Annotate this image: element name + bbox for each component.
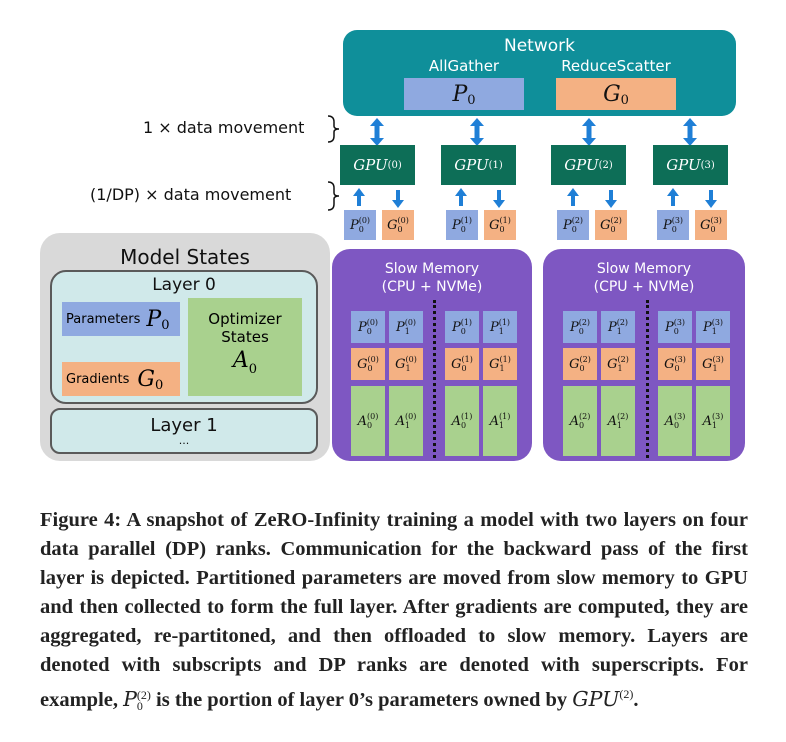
gpu-3: GPU(3) bbox=[653, 145, 728, 185]
caption-text-1: Figure 4: A snapshot of ZeRO-Infinity tr… bbox=[40, 509, 748, 711]
layer1-ellipsis: ... bbox=[178, 434, 190, 447]
slow-cell-p-layer0-rank0: P(0)0 bbox=[351, 311, 385, 343]
brace-top-icon bbox=[327, 115, 340, 143]
caption-gpu-symbol: GPU bbox=[572, 686, 620, 711]
reducescatter-label: ReduceScatter bbox=[561, 57, 671, 75]
brace-bottom-icon bbox=[327, 181, 340, 211]
layer0-title: Layer 0 bbox=[152, 275, 216, 295]
network-param-sub: 0 bbox=[467, 92, 476, 108]
caption-text-3: . bbox=[633, 688, 639, 711]
slow-cell-p-layer1-rank2: P(2)1 bbox=[601, 311, 635, 343]
divider-left bbox=[433, 300, 436, 458]
slow-cell-p-layer0-rank3: P(3)0 bbox=[658, 311, 692, 343]
caption-p-sub: 0 bbox=[136, 699, 143, 714]
double-arrow-icon bbox=[374, 126, 693, 138]
gpu-1-label: GPU bbox=[454, 156, 489, 174]
slow-cell-a-layer0-rank1: A(1)0 bbox=[445, 386, 479, 456]
network-grad-symbol: G bbox=[603, 81, 621, 107]
caption-gpu-sup: (2) bbox=[619, 687, 634, 701]
gradients-label: Gradients bbox=[66, 371, 130, 387]
slow-cell-g-layer0-rank1: G(1)0 bbox=[445, 348, 479, 380]
model-states-title: Model States bbox=[120, 245, 250, 269]
slow-cell-a-layer0-rank2: A(2)0 bbox=[563, 386, 597, 456]
optimizer-label-1: Optimizer bbox=[208, 310, 282, 328]
slow-cell-a-layer0-rank3: A(3)0 bbox=[658, 386, 692, 456]
caption-text-2: is the portion of layer 0’s parameters o… bbox=[150, 688, 573, 711]
data-movement-top-label: 1 × data movement bbox=[143, 118, 305, 137]
gpu-2: GPU(2) bbox=[551, 145, 626, 185]
data-movement-bottom-label: (1/DP) × data movement bbox=[90, 185, 292, 204]
slow-memory-right-title2: (CPU + NVMe) bbox=[593, 279, 695, 295]
layer1-box bbox=[50, 408, 318, 454]
slow-cell-p-layer0-rank1: P(1)0 bbox=[445, 311, 479, 343]
layer1-title: Layer 1 bbox=[150, 415, 218, 436]
slow-cell-a-layer0-rank0: A(0)0 bbox=[351, 386, 385, 456]
slow-cell-a-layer1-rank3: A(3)1 bbox=[696, 386, 730, 456]
optimizer-states-box: Optimizer States A0 bbox=[188, 298, 302, 396]
gpu-0-label: GPU bbox=[353, 156, 388, 174]
optimizer-label-2: States bbox=[221, 328, 269, 346]
gpu1-param-shard: P(1)0 bbox=[446, 210, 478, 240]
slow-cell-a-layer1-rank2: A(2)1 bbox=[601, 386, 635, 456]
gpu1-grad-shard: G(1)0 bbox=[484, 210, 516, 240]
gpu0-grad-shard: G(0)0 bbox=[382, 210, 414, 240]
slow-cell-p-layer1-rank3: P(3)1 bbox=[696, 311, 730, 343]
optimizer-sub: 0 bbox=[248, 362, 258, 377]
gradients-sub: 0 bbox=[154, 377, 164, 393]
gpu-3-label: GPU bbox=[666, 156, 701, 174]
parameters-label: Parameters bbox=[66, 311, 141, 327]
slow-cell-g-layer0-rank2: G(2)0 bbox=[563, 348, 597, 380]
caption-p-sup: (2) bbox=[136, 688, 151, 703]
gpu2-grad-shard: G(2)0 bbox=[595, 210, 627, 240]
slow-memory-left-title2: (CPU + NVMe) bbox=[381, 279, 483, 295]
network-title: Network bbox=[504, 36, 575, 56]
gpu-0: GPU(0) bbox=[340, 145, 415, 185]
optimizer-symbol: A bbox=[232, 348, 249, 373]
slow-cell-g-layer1-rank2: G(2)1 bbox=[601, 348, 635, 380]
slow-memory-right-title1: Slow Memory bbox=[596, 261, 692, 277]
gradients-symbol: G bbox=[137, 366, 155, 392]
slow-cell-g-layer0-rank3: G(3)0 bbox=[658, 348, 692, 380]
gpu2-param-shard: P(2)0 bbox=[557, 210, 589, 240]
gpu-2-sup: (2) bbox=[598, 159, 613, 171]
slow-cell-g-layer1-rank1: G(1)1 bbox=[483, 348, 517, 380]
caption-p-symbol: P bbox=[123, 686, 137, 711]
slow-cell-p-layer1-rank0: P(0)1 bbox=[389, 311, 423, 343]
slow-cell-p-layer1-rank1: P(1)1 bbox=[483, 311, 517, 343]
network-param-symbol: P bbox=[452, 81, 468, 107]
slow-cell-g-layer1-rank3: G(3)1 bbox=[696, 348, 730, 380]
gpu3-param-shard: P(3)0 bbox=[657, 210, 689, 240]
slow-memory-left-title1: Slow Memory bbox=[384, 261, 480, 277]
figure-caption: Figure 4: A snapshot of ZeRO-Infinity tr… bbox=[40, 506, 748, 715]
gpu3-grad-shard: G(3)0 bbox=[695, 210, 727, 240]
divider-right bbox=[646, 300, 649, 458]
gpu0-param-shard: P(0)0 bbox=[344, 210, 376, 240]
gpu-2-label: GPU bbox=[564, 156, 599, 174]
parameters-sub: 0 bbox=[161, 317, 170, 333]
parameters-symbol: P bbox=[146, 306, 162, 332]
slow-cell-g-layer1-rank0: G(0)1 bbox=[389, 348, 423, 380]
allgather-label: AllGather bbox=[428, 57, 500, 75]
gpu-0-sup: (0) bbox=[387, 159, 402, 171]
slow-cell-a-layer1-rank1: A(1)1 bbox=[483, 386, 517, 456]
slow-cell-p-layer0-rank2: P(2)0 bbox=[563, 311, 597, 343]
gpu-1-sup: (1) bbox=[488, 159, 503, 171]
gpu-1: GPU(1) bbox=[441, 145, 516, 185]
gpu-3-sup: (3) bbox=[700, 159, 715, 171]
network-grad-sub: 0 bbox=[620, 92, 629, 108]
slow-cell-a-layer1-rank0: A(0)1 bbox=[389, 386, 423, 456]
slow-cell-g-layer0-rank0: G(0)0 bbox=[351, 348, 385, 380]
